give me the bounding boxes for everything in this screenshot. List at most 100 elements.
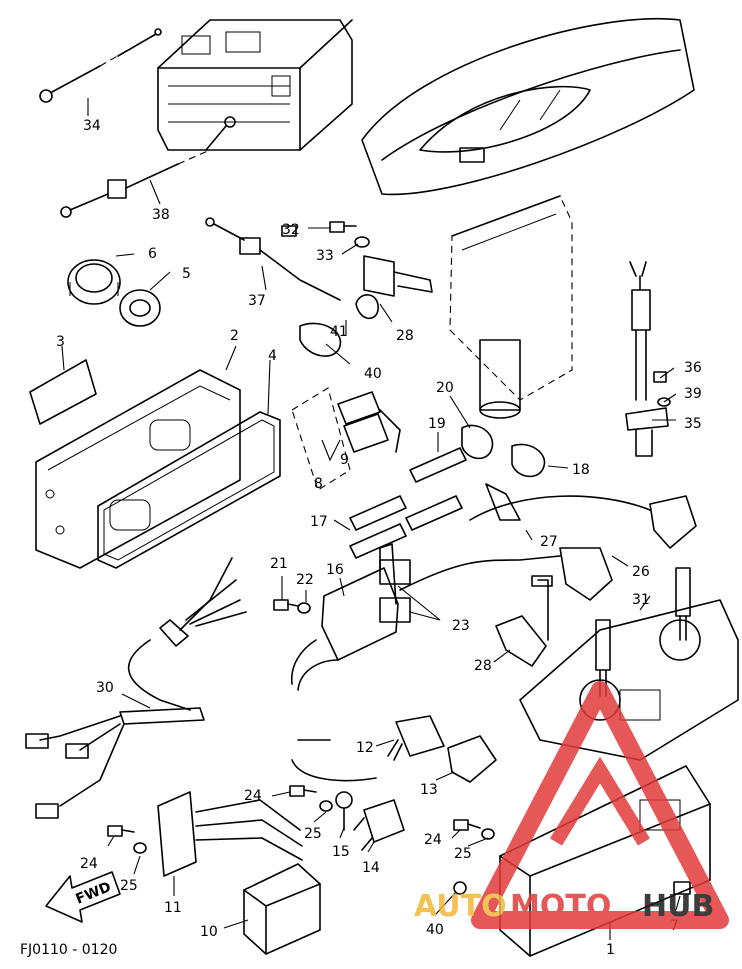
coil-14	[353, 799, 405, 851]
watermark-triangle	[471, 681, 729, 929]
forward-arrow: FWD	[45, 871, 121, 923]
label-1: 1	[606, 942, 615, 958]
label-34: 37	[248, 293, 266, 309]
label-12: 12	[356, 740, 374, 756]
label-41: 41	[330, 324, 348, 340]
washer-25-mid	[319, 800, 333, 812]
label-27: 27	[540, 534, 558, 550]
clip-15	[335, 791, 353, 831]
label-23: 23	[452, 618, 470, 634]
battery-cable-33	[39, 28, 162, 103]
washer-25-right	[481, 828, 495, 840]
label-32: 30	[96, 680, 114, 696]
bolt-24-mid	[289, 785, 317, 797]
box-10	[243, 863, 321, 955]
label-38: 38	[152, 207, 170, 223]
watermark-text-end: HUB	[642, 889, 714, 924]
ignition-coil-16	[291, 543, 399, 691]
label-13: 13	[420, 782, 438, 798]
battery	[157, 19, 353, 151]
washer-22	[297, 602, 311, 614]
bolt-24-right	[453, 819, 481, 831]
gasket-5	[119, 289, 161, 327]
label-16: 16	[326, 562, 344, 578]
bolt-29	[329, 221, 357, 233]
label-11: 11	[164, 900, 182, 916]
label-2: 2	[230, 328, 239, 344]
gasket-4	[97, 411, 281, 569]
label-40: 40	[426, 922, 444, 938]
brackets-23	[379, 559, 411, 623]
washer-30	[354, 236, 370, 248]
tubes-17-19	[349, 447, 467, 559]
label-20: 20	[436, 380, 454, 396]
engine-head	[519, 599, 739, 761]
pulser-wire	[291, 739, 377, 782]
screw-36	[653, 371, 667, 383]
figure-code: FJ0110 - 0120	[20, 942, 117, 958]
battery-cable-38	[60, 116, 236, 218]
bracket-28-upper	[355, 255, 433, 320]
bolt-7	[673, 881, 691, 895]
label-29: 32	[282, 222, 300, 238]
watermark-text-left: AUTO	[414, 889, 507, 924]
clamp-39	[299, 322, 342, 357]
label-3: 3	[56, 334, 65, 350]
label-30: 33	[316, 248, 334, 264]
washer-25-left	[133, 842, 147, 854]
bolt-21	[273, 599, 299, 611]
label-25-mid: 25	[304, 826, 322, 842]
cap-6	[67, 259, 121, 305]
bracket-28-lower	[495, 575, 553, 667]
label-35: 35	[684, 416, 702, 432]
sensor-35	[625, 261, 669, 457]
rectifier-12	[387, 715, 445, 761]
harness-34	[205, 217, 341, 301]
label-28-lower: 28	[474, 658, 492, 674]
watermark-text-right: MOTO	[510, 889, 611, 924]
label-14: 14	[362, 860, 380, 876]
leader-lines	[61, 98, 681, 940]
clamp-20	[461, 424, 494, 460]
harness-32	[25, 557, 247, 819]
plug-leads-26-27	[399, 483, 697, 601]
label-15: 15	[332, 844, 350, 860]
spark-plugs-31	[595, 567, 691, 697]
label-25-right: 25	[454, 846, 472, 862]
part-13	[447, 735, 497, 783]
bolt-40	[453, 881, 467, 895]
label-5: 5	[182, 266, 191, 282]
label-10: 10	[200, 924, 218, 940]
label-39: 40	[364, 366, 382, 382]
label-28-upper: 28	[396, 328, 414, 344]
label-8: 8	[314, 476, 323, 492]
label-17: 17	[310, 514, 328, 530]
part-labels: 34 38 6 5 3 2 4 37 32 33 41 28 40 9 8 19…	[56, 118, 702, 958]
label-18: 18	[572, 462, 590, 478]
label-26: 26	[632, 564, 650, 580]
label-3	[29, 359, 97, 425]
cdi-unit-11	[157, 791, 303, 877]
label-24-right: 24	[424, 832, 442, 848]
fuse-holder-8-9	[291, 387, 401, 491]
label-24-mid: 24	[244, 788, 262, 804]
washer-37	[657, 397, 671, 407]
label-9: 9	[340, 452, 349, 468]
label-25-left: 25	[120, 878, 138, 894]
label-33: 34	[83, 118, 101, 134]
label-4: 4	[268, 348, 277, 364]
engine-housing-outline	[449, 195, 573, 419]
label-31: 31	[632, 592, 650, 608]
bolt-24-left	[107, 825, 135, 837]
watermark-logo: AUTO MOTO HUB	[414, 681, 729, 929]
label-24-left: 24	[80, 856, 98, 872]
fwd-text: FWD	[74, 879, 114, 908]
clamp-18	[511, 443, 546, 478]
label-19: 19	[428, 416, 446, 432]
hull-deck	[361, 17, 695, 196]
label-37: 39	[684, 386, 702, 402]
label-22: 22	[296, 572, 314, 588]
label-21: 21	[270, 556, 288, 572]
cover-2	[35, 369, 241, 569]
